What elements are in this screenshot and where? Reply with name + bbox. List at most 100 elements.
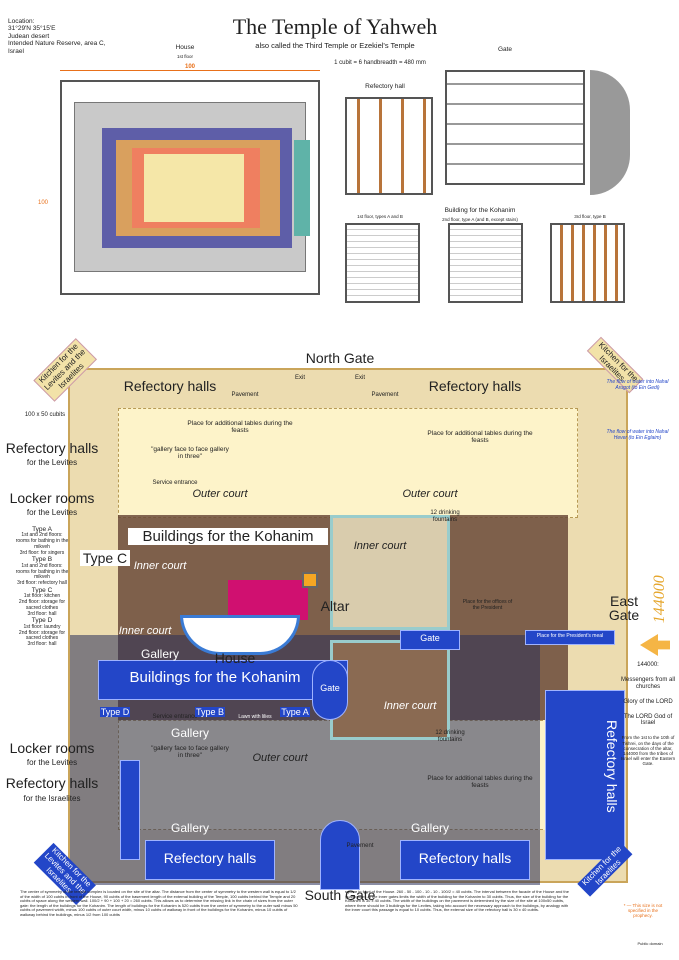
gate-inner-east <box>400 630 460 650</box>
exit-east: Exit <box>354 375 365 381</box>
kohanim-left-label: 1st floor, types A and B <box>357 214 403 219</box>
type-a-label: Type A <box>280 707 310 718</box>
subtitle: also called the Third Temple or Ezekiel'… <box>255 41 415 50</box>
refectory-se-label: Refectory halls <box>418 850 512 866</box>
legend-d3: 3rd floor: hall <box>27 641 57 648</box>
gallery-2: Gallery <box>170 726 209 740</box>
refectory-east <box>545 690 625 860</box>
refectory-levites-label: Refectory halls <box>5 440 99 456</box>
house-model <box>180 615 300 655</box>
house-width-dim: 100 <box>184 64 195 70</box>
east-arrow-icon <box>640 634 670 656</box>
gallery-4: Gallery <box>410 821 449 835</box>
house-floor-label: 1st floor <box>176 54 193 59</box>
right-notes: 144000: Messengers from all churches Glo… <box>618 662 678 766</box>
gallery-face-south: "gallery face to face gallery in three" <box>151 745 229 760</box>
dimension-line <box>60 70 320 71</box>
region: Judean desert <box>8 32 50 40</box>
for-levites-3: for the Levites <box>26 758 78 767</box>
inner-gate-east-label: Gate <box>420 633 440 643</box>
note-glory: Glory of the LORD <box>623 698 673 705</box>
credit: Public domain <box>637 941 663 946</box>
place-tables-nw: Place for additional tables during the f… <box>187 420 293 435</box>
pavement-s: Pavement <box>346 843 374 849</box>
size-label: 100 x 50 cubits <box>24 412 66 418</box>
legend-type-c: Type C <box>31 586 53 594</box>
fountains-s: 12 drinking fountains <box>435 730 465 743</box>
legend-c2: 2nd floor: storage for sacred clothes <box>18 599 66 611</box>
country: Israel <box>8 47 24 55</box>
inner-gate-south <box>312 660 348 720</box>
legend-a2: 3rd floor: for singers <box>19 549 65 556</box>
outer-court-north <box>118 408 578 518</box>
locker-rooms-south: Locker rooms <box>9 740 95 756</box>
north-gate-label: North Gate <box>305 350 375 366</box>
n144000-label: 144000 <box>650 575 668 624</box>
cubit-note: 1 cubit = 6 handbreadth = 480 mm <box>334 60 426 66</box>
pavement-nw: Pavement <box>231 392 259 398</box>
types-legend: Type A 1st and 2nd floors: rooms for bat… <box>14 526 70 648</box>
south-gate-label: South Gate <box>304 887 376 903</box>
for-israelites: for the Israelites <box>23 794 81 803</box>
water-arugot: The flow of water into Nahal Arugot (to … <box>606 379 669 391</box>
footnote: * — This size is not specified in the pr… <box>623 903 663 919</box>
house-label: House <box>214 650 256 666</box>
refectory-nw: Refectory halls <box>123 378 217 394</box>
legend-c1: 1st floor: kitchen <box>23 593 61 600</box>
gallery-3: Gallery <box>170 821 209 835</box>
notes-left: The center of symmetry of the temple com… <box>20 889 298 917</box>
area: Intended Nature Reserve, area C, <box>8 40 106 48</box>
gallery-face-north: "gallery face to face gallery in three" <box>151 446 229 461</box>
note-messengers: Messengers from all churches <box>620 676 676 690</box>
inner-court-w1: Inner court <box>133 560 187 572</box>
location-label: Location: <box>8 18 35 25</box>
legend-type-d: Type D <box>31 617 53 625</box>
refectory-se <box>400 840 530 880</box>
president-meal-label: Place for the President's meal <box>536 633 604 639</box>
president-meal <box>525 630 615 645</box>
refectory-east-label: Refectory halls <box>604 720 620 813</box>
refectory-sw-label: Refectory halls <box>163 850 257 866</box>
legend-b1: 1st and 2nd floors: rooms for bathing in… <box>15 562 69 581</box>
altar-model <box>302 572 318 588</box>
place-tables-se: Place for additional tables during the f… <box>427 775 533 790</box>
type-c-label: Type C <box>80 550 130 567</box>
buildings-kohanim-south-label: Buildings for the Kohanim <box>129 669 301 686</box>
kohanim-plan-3 <box>550 223 625 303</box>
lawn-label: Lawn with lilies <box>238 714 272 720</box>
note-lord: The LORD God of Israel <box>623 713 673 727</box>
holy-of-holies <box>228 580 308 620</box>
buildings-kohanim-north: Buildings for the Kohanim <box>128 528 328 546</box>
inner-court-se-label: Inner court <box>383 700 437 712</box>
gallery-1: Gallery <box>140 647 179 661</box>
inner-court-w2: Inner court <box>118 625 172 637</box>
house-plan-label: House <box>175 44 195 51</box>
refectory-sw <box>145 840 275 880</box>
gate-plan <box>445 70 585 185</box>
kohanim-plan-label: Building for the Kohanim <box>444 207 516 214</box>
page-title: The Temple of Yahweh <box>232 14 438 39</box>
outer-court-nw: Outer court <box>192 488 248 500</box>
gallery-sw <box>120 760 140 860</box>
legend-type-b: Type B <box>31 556 53 564</box>
legend-b2: 3rd floor: refectory hall <box>17 580 67 587</box>
kohanim-plan-2 <box>448 223 523 303</box>
place-tables-ne: Place for additional tables during the f… <box>427 430 533 445</box>
house-height-dim: 100 <box>37 200 48 206</box>
exit-west: Exit <box>294 375 305 381</box>
president-label: Place for the offices of the President <box>462 599 513 611</box>
location-block: Location: 31°29'N 35°15'E Judean desert … <box>8 18 106 55</box>
east-gate-label: East Gate <box>608 593 640 623</box>
legend-d2: 2nd floor: storage for sacred clothes <box>18 629 66 642</box>
type-d-label: Type D <box>100 707 130 718</box>
inner-court-ne-label: Inner court <box>353 540 407 552</box>
coords: 31°29'N 35°15'E <box>8 25 56 33</box>
service-entrance-n: Service entrance <box>152 480 198 486</box>
inner-court-se <box>330 640 450 740</box>
for-levites-2: for the Levites <box>26 508 78 517</box>
kohanim-plan-1 <box>345 223 420 303</box>
service-entrance-s: Service entrance <box>152 714 198 720</box>
refectory-ne: Refectory halls <box>428 378 522 394</box>
notes-right: square in front of the House. 260 - 50 -… <box>345 889 569 913</box>
refectory-israelites-label: Refectory halls <box>5 775 99 791</box>
